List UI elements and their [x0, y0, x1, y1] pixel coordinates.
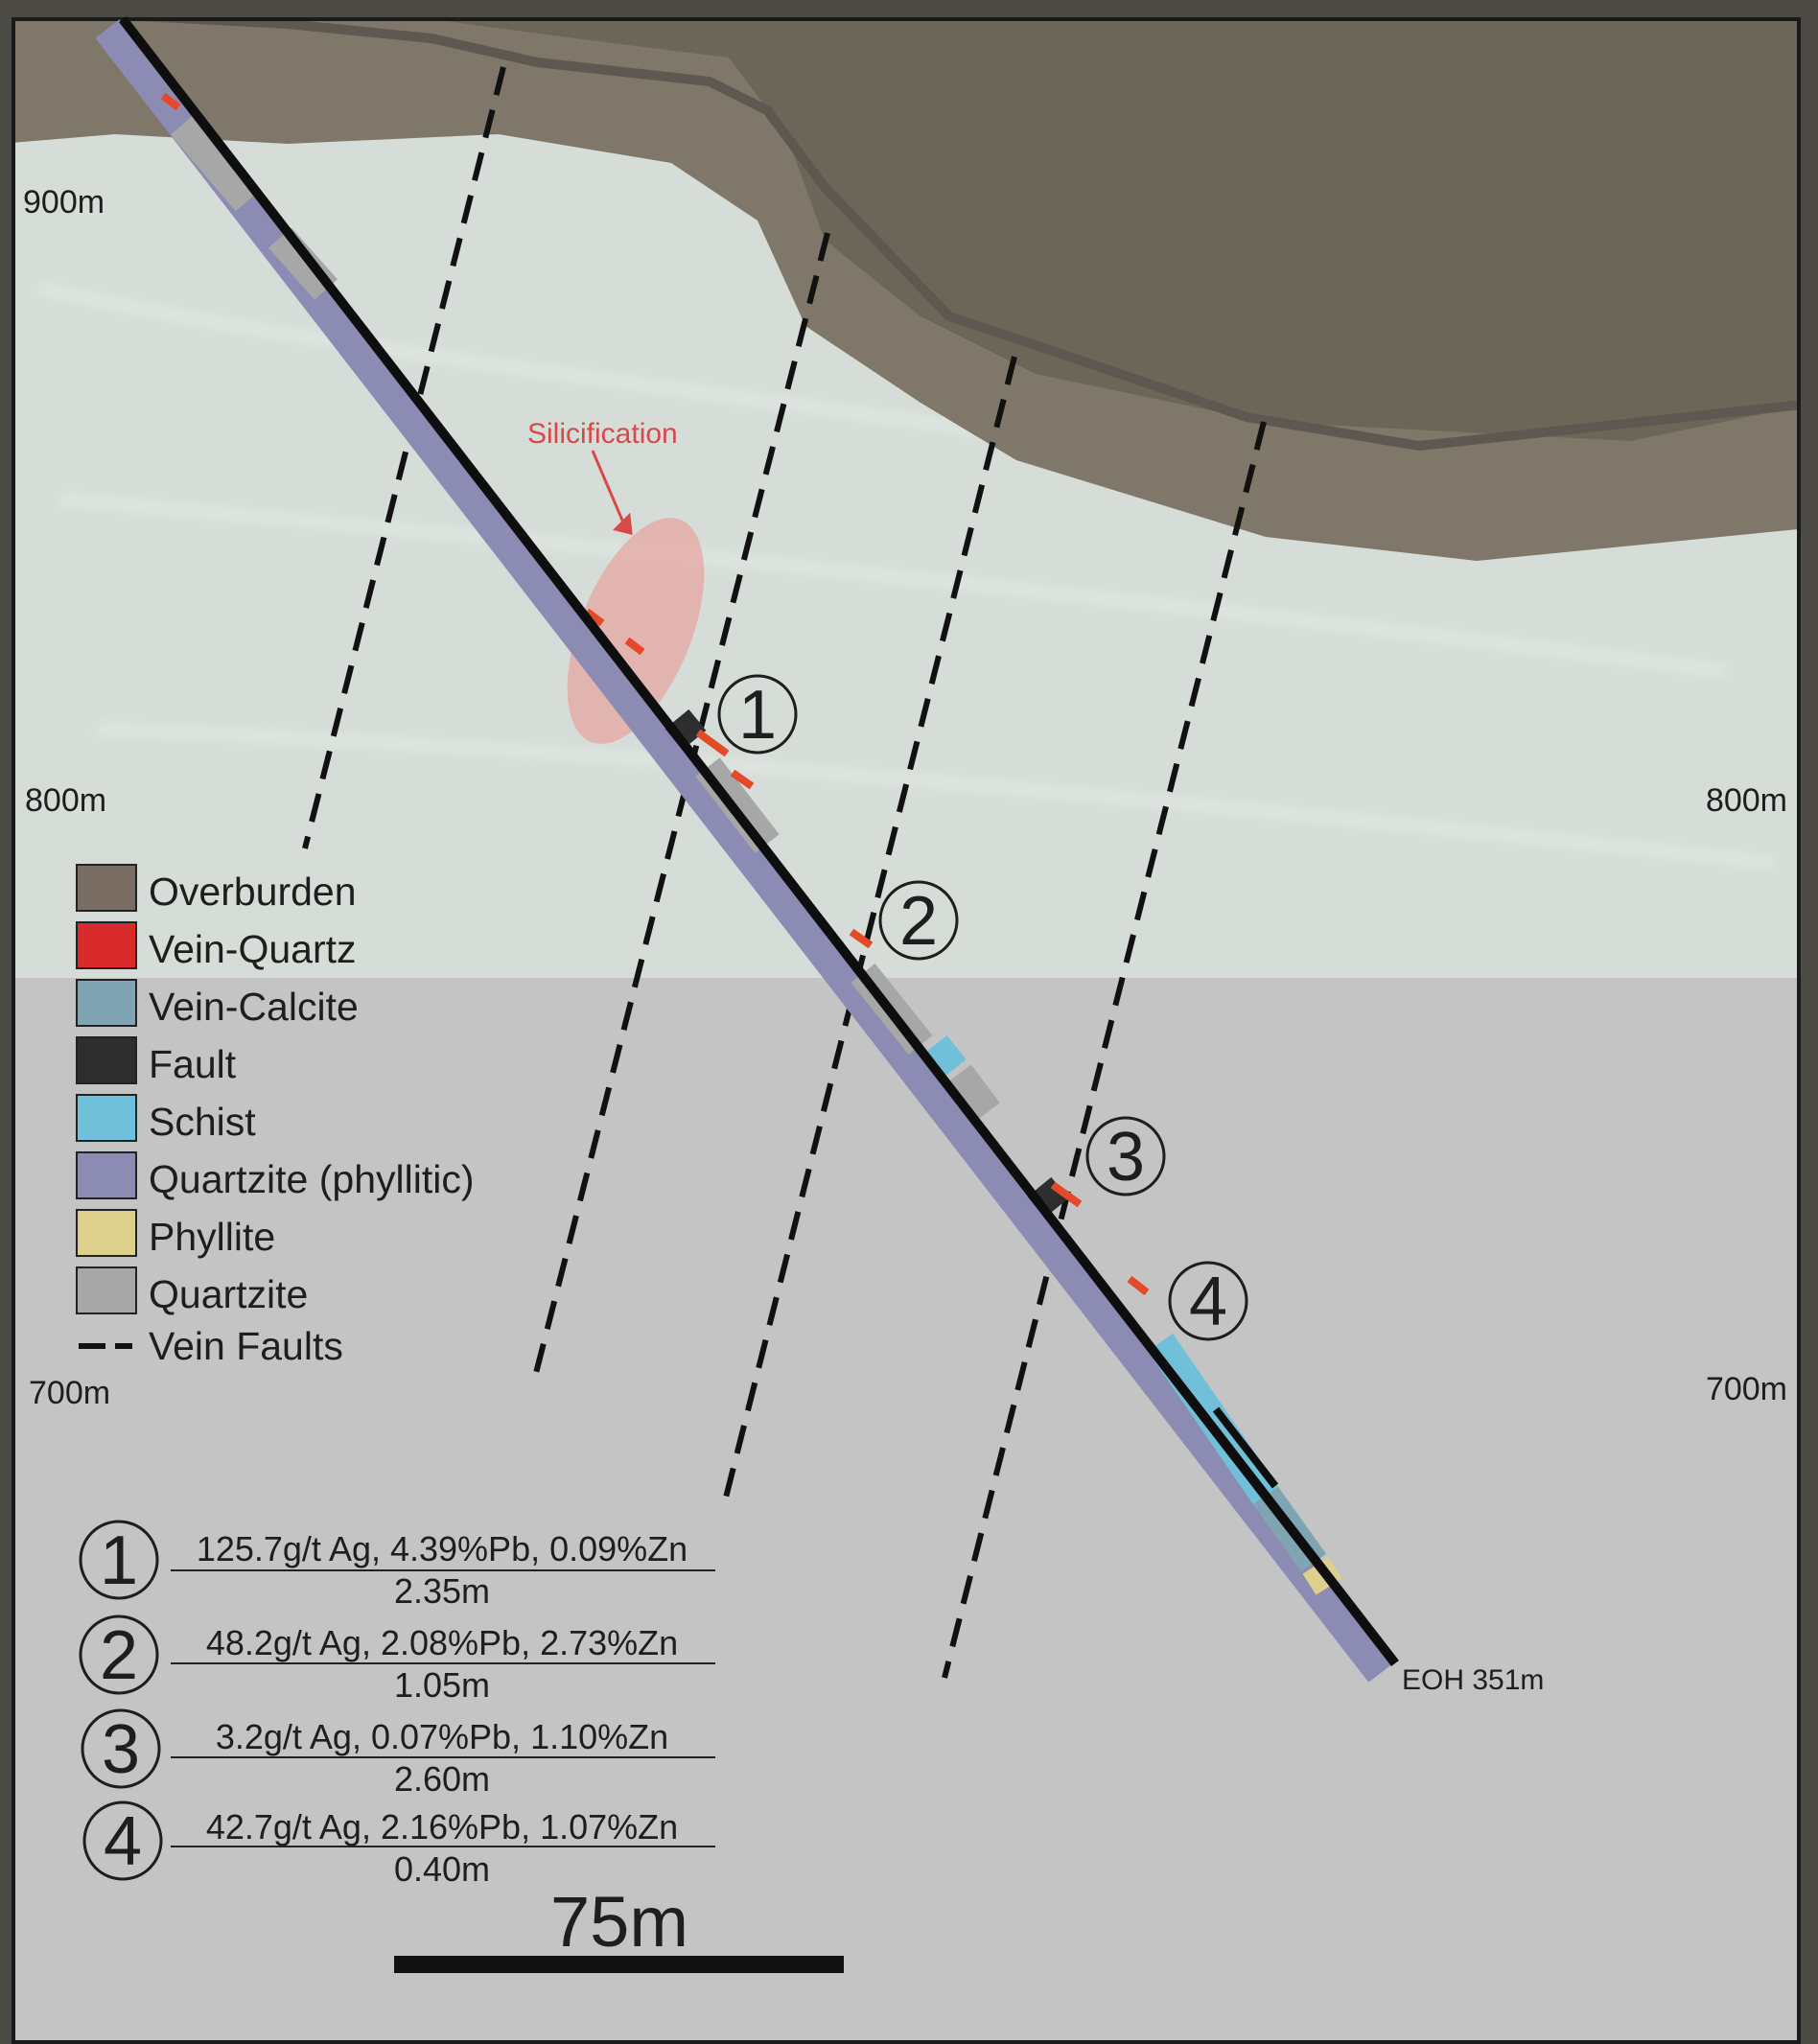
silicification-arrow	[591, 450, 633, 535]
scale-bar: 75m	[394, 1882, 844, 1973]
vein-faults	[302, 66, 1267, 1679]
elevation-label-700-left: 700m	[29, 1375, 110, 1411]
svg-text:Schist: Schist	[149, 1100, 256, 1144]
intercept-row-4: 4 42.7g/t Ag, 2.16%Pb, 1.07%Zn 0.40m	[82, 1800, 715, 1889]
intercept-marker-3: 3	[1085, 1116, 1166, 1196]
legend-item-quartzite: Quartzite	[76, 1266, 308, 1316]
vein-quartz-ticks	[160, 92, 1150, 1296]
elevation-label-900-left: 900m	[23, 184, 105, 221]
hole-segment-fault	[1027, 1176, 1069, 1219]
svg-text:42.7g/t Ag, 2.16%Pb, 1.07%Zn: 42.7g/t Ag, 2.16%Pb, 1.07%Zn	[206, 1807, 678, 1847]
elevation-label-800-right: 800m	[1706, 782, 1787, 819]
svg-text:Phyllite: Phyllite	[149, 1215, 275, 1259]
intercept-marker-2: 2	[878, 880, 959, 961]
svg-text:2: 2	[899, 883, 938, 960]
legend-item-fault: Fault	[76, 1036, 237, 1086]
svg-text:1: 1	[738, 677, 777, 754]
legend-item-vein-calcite: Vein-Calcite	[76, 979, 359, 1029]
svg-text:3.2g/t Ag, 0.07%Pb, 1.10%Zn: 3.2g/t Ag, 0.07%Pb, 1.10%Zn	[216, 1717, 668, 1756]
svg-text:48.2g/t Ag, 2.08%Pb, 2.73%Zn: 48.2g/t Ag, 2.08%Pb, 2.73%Zn	[206, 1623, 678, 1662]
legend-item-vein-quartz: Vein-Quartz	[76, 921, 357, 971]
legend-item-phyllite: Phyllite	[76, 1209, 275, 1259]
svg-text:2: 2	[100, 1617, 138, 1694]
svg-text:Quartzite (phyllitic): Quartzite (phyllitic)	[149, 1157, 474, 1201]
legend: Overburden Vein-Quartz Vein-Calcite Faul…	[76, 864, 474, 1368]
legend-item-schist: Schist	[76, 1094, 256, 1144]
svg-text:4: 4	[104, 1803, 142, 1880]
svg-text:1.05m: 1.05m	[394, 1665, 490, 1705]
svg-text:Quartzite: Quartzite	[149, 1272, 308, 1316]
svg-text:Vein-Calcite: Vein-Calcite	[149, 985, 359, 1029]
vein-fault-1	[302, 66, 506, 849]
intercept-row-2: 2 48.2g/t Ag, 2.08%Pb, 2.73%Zn 1.05m	[79, 1614, 715, 1705]
legend-item-overburden: Overburden	[76, 864, 357, 914]
silicification-label: Silicification	[527, 418, 678, 450]
hole-segment-quartzite	[946, 1064, 1000, 1122]
svg-text:1: 1	[100, 1522, 138, 1599]
intercepts-table: 1 125.7g/t Ag, 4.39%Pb, 0.09%Zn 2.35m 2 …	[79, 1520, 715, 1889]
legend-item-vein-faults: Vein Faults	[79, 1324, 343, 1368]
topo-surface-line	[141, 21, 1797, 452]
svg-text:4: 4	[1189, 1264, 1227, 1340]
elevation-label-700-right: 700m	[1706, 1371, 1787, 1407]
vein-fault-3	[723, 356, 1017, 1498]
svg-text:3: 3	[102, 1711, 140, 1788]
svg-text:Vein Faults: Vein Faults	[149, 1324, 343, 1368]
vein-fault-2	[531, 232, 830, 1382]
intercept-row-3: 3 3.2g/t Ag, 0.07%Pb, 1.10%Zn 2.60m	[81, 1708, 715, 1799]
svg-text:Vein-Quartz: Vein-Quartz	[149, 927, 357, 971]
intercept-row-1: 1 125.7g/t Ag, 4.39%Pb, 0.09%Zn 2.35m	[79, 1520, 715, 1611]
hole-segment-quartzite	[695, 757, 780, 853]
hole-segment-quartzite	[170, 114, 260, 212]
scale-bar-label: 75m	[550, 1882, 688, 1962]
hole-segment-quartzite	[268, 227, 338, 300]
svg-text:2.60m: 2.60m	[394, 1759, 490, 1799]
svg-text:2.35m: 2.35m	[394, 1571, 490, 1611]
drill-hole	[95, 15, 1399, 1683]
legend-item-quartzite-phyllitic: Quartzite (phyllitic)	[76, 1151, 474, 1201]
end-of-hole-label: EOH 351m	[1402, 1664, 1544, 1696]
intercept-marker-4: 4	[1168, 1261, 1248, 1341]
svg-text:Fault: Fault	[149, 1042, 237, 1086]
elevation-label-800-left: 800m	[25, 782, 106, 819]
svg-text:0.40m: 0.40m	[394, 1849, 490, 1889]
svg-text:3: 3	[1107, 1119, 1145, 1196]
intercept-marker-1: 1	[717, 674, 798, 755]
hole-segment-fault	[664, 708, 707, 751]
hole-segment-schist	[922, 1035, 967, 1079]
svg-text:125.7g/t Ag, 4.39%Pb, 0.09%Zn: 125.7g/t Ag, 4.39%Pb, 0.09%Zn	[197, 1529, 688, 1568]
svg-text:Overburden: Overburden	[149, 870, 357, 914]
vein-fault-4	[942, 421, 1267, 1679]
